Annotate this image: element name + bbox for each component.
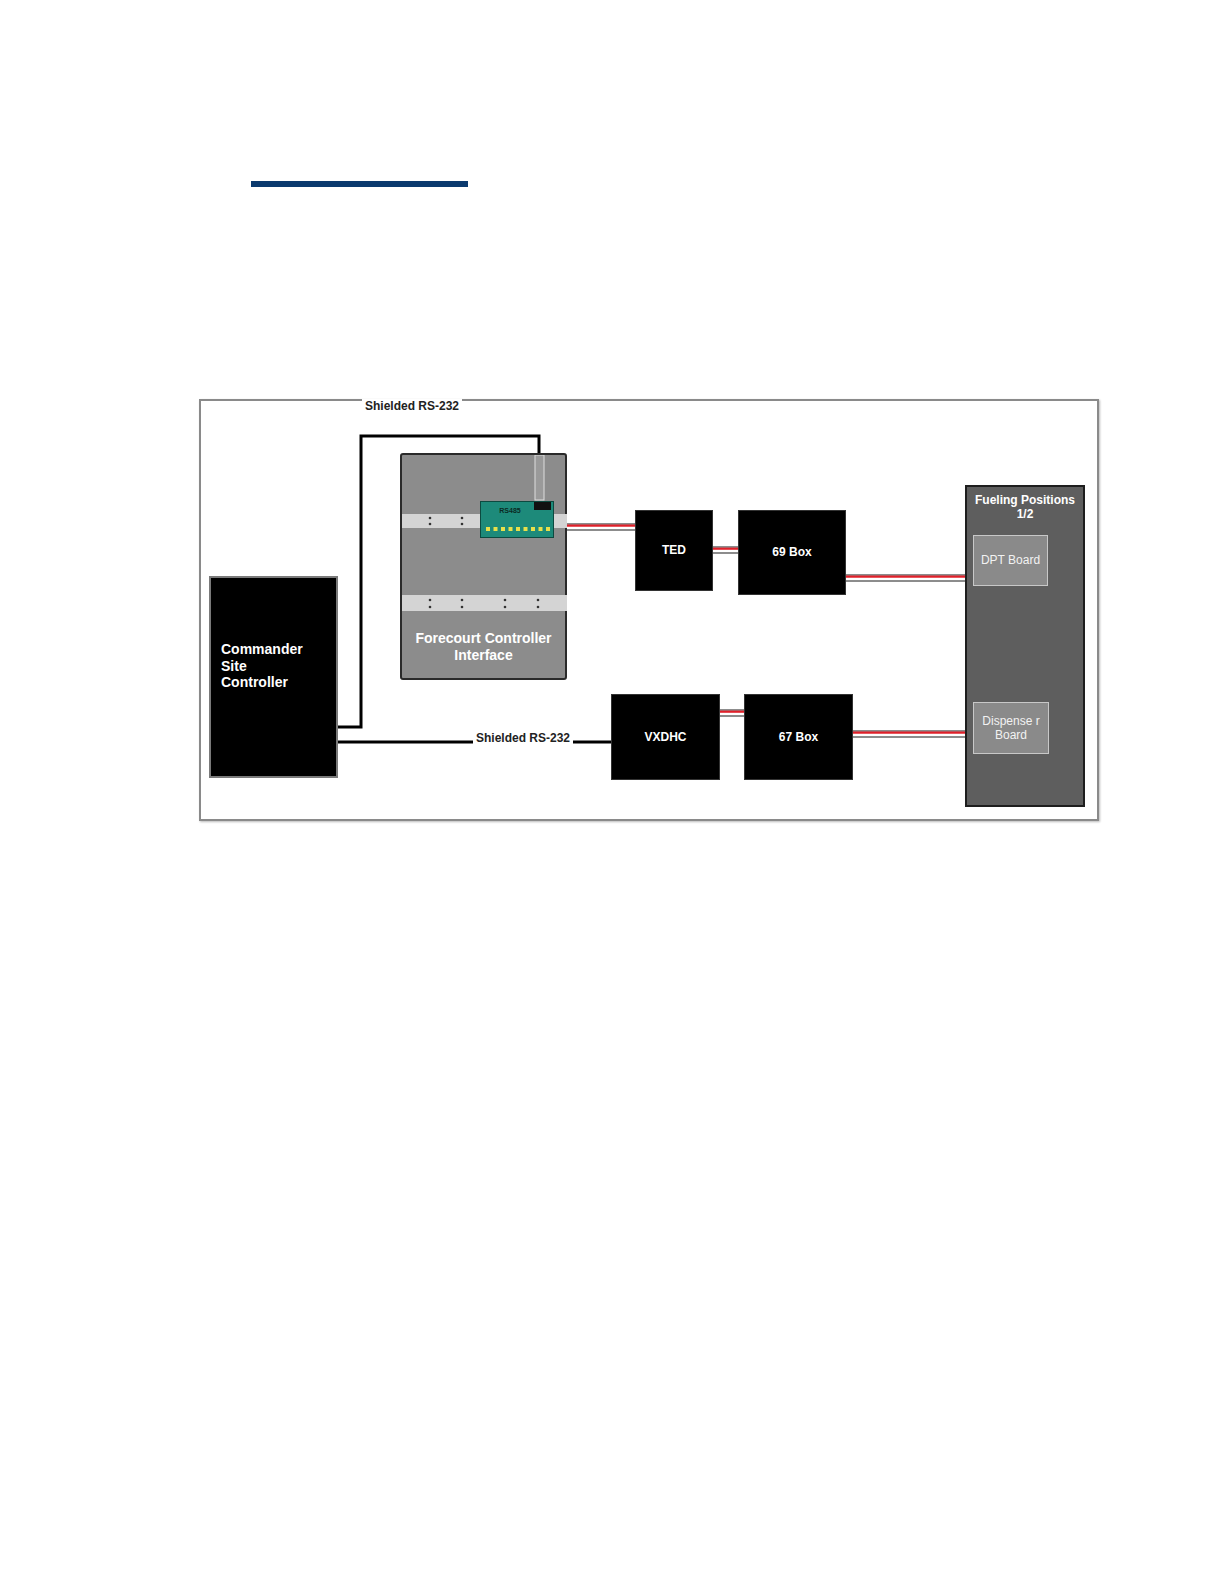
ted-box: TED	[635, 510, 713, 591]
cable-white-wire	[713, 548, 738, 553]
terminal-pin	[531, 527, 535, 531]
terminal-pin	[524, 527, 528, 531]
rail-hole	[504, 606, 507, 609]
rail-hole	[461, 517, 464, 520]
cable-label: Shielded RS-232	[362, 399, 462, 413]
cable-white-wire	[720, 711, 744, 716]
serial-plug	[535, 455, 544, 500]
cable-sheath	[853, 731, 973, 738]
rail-hole	[504, 599, 507, 602]
rail-hole	[461, 606, 464, 609]
controller-box: Commander Site Controller	[209, 576, 338, 778]
terminal-pin	[486, 527, 490, 531]
cable-red-wire	[846, 576, 973, 578]
junction-box: 67 Box	[744, 694, 853, 780]
rail-hole	[429, 517, 432, 520]
cable-label: Shielded RS-232	[473, 731, 573, 745]
field-cable	[853, 733, 973, 734]
rail-hole	[461, 599, 464, 602]
cable-sheath	[713, 547, 738, 554]
interface-housing: Forecourt Controller Interface RS485	[400, 453, 567, 680]
node-label: 69 Box	[772, 545, 811, 559]
cable-white-wire	[853, 732, 973, 737]
terminal-pin	[494, 527, 498, 531]
junction-box: 69 Box	[738, 510, 846, 595]
rail-hole	[537, 606, 540, 609]
vxdhc-box: VXDHC	[611, 694, 720, 780]
cable-white-wire	[846, 576, 973, 581]
rail-hole	[429, 599, 432, 602]
heading-bar	[251, 181, 468, 187]
fueling-positions-panel: Fueling Positions 1/2DPT BoardDispense r…	[965, 485, 1085, 807]
dispenser-board: Dispense r Board	[973, 702, 1049, 754]
rail-hole	[537, 599, 540, 602]
field-cable	[713, 549, 738, 550]
terminal-pin	[501, 527, 505, 531]
field-cable	[720, 712, 744, 713]
node-label: RS485	[499, 507, 520, 515]
terminal-pin	[546, 527, 550, 531]
rail-hole	[461, 523, 464, 526]
cable-red-wire	[853, 732, 973, 734]
rail-hole	[429, 606, 432, 609]
terminal-pin	[516, 527, 520, 531]
node-label: Fueling Positions 1/2	[972, 493, 1078, 522]
terminal-pin	[539, 527, 543, 531]
node-label: DPT Board	[981, 553, 1040, 567]
node-label: VXDHC	[644, 730, 686, 744]
terminal-pin	[509, 527, 513, 531]
field-cable	[846, 577, 973, 578]
din-rail	[402, 595, 567, 611]
node-label: TED	[662, 543, 686, 557]
node-label: Forecourt Controller Interface	[410, 630, 557, 664]
node-label: 67 Box	[779, 730, 818, 744]
rs485-board: RS485	[480, 501, 554, 538]
cable-sheath	[720, 710, 744, 717]
node-label: Commander Site Controller	[221, 641, 307, 691]
node-label: Dispense r Board	[982, 714, 1040, 743]
cable-red-wire	[713, 548, 738, 550]
dpt-board: DPT Board	[973, 535, 1048, 586]
rail-hole	[429, 523, 432, 526]
cable-red-wire	[720, 711, 744, 713]
board-connector	[534, 502, 551, 510]
cable-sheath	[846, 575, 973, 582]
